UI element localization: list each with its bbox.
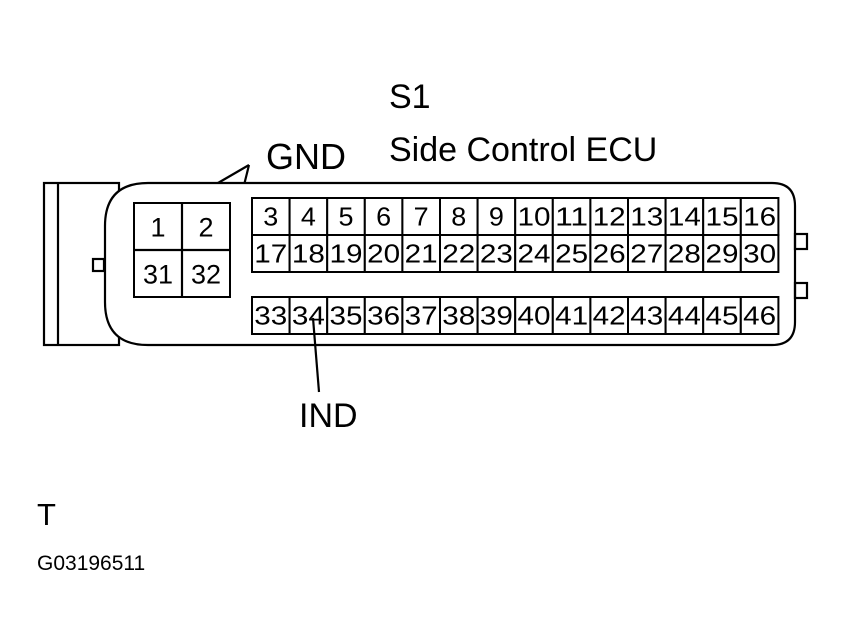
pin-42: 42 (593, 301, 626, 331)
pin-25: 25 (555, 239, 588, 269)
pin-20: 20 (367, 239, 400, 269)
pin-8: 8 (451, 202, 466, 232)
gnd-pin-1: 1 (150, 213, 165, 243)
pin-4: 4 (301, 202, 316, 232)
gnd-pin-31: 31 (143, 260, 173, 290)
pin-cell-25 (551, 234, 592, 273)
pin-cell-18 (288, 234, 329, 273)
pin-cell-45 (702, 296, 742, 335)
pin-35: 35 (330, 301, 363, 331)
pin-cell-19 (326, 234, 366, 273)
pin-cell-23 (476, 234, 517, 273)
pin-cell-46 (739, 296, 780, 335)
pin-26: 26 (593, 239, 626, 269)
pin-15: 15 (706, 202, 739, 232)
connector-name: Side Control ECU (389, 131, 657, 169)
pin-21: 21 (405, 239, 438, 269)
pin-cell-35 (326, 296, 366, 335)
pin-cell-26 (589, 234, 630, 273)
pin-46: 46 (743, 301, 776, 331)
pin-27: 27 (630, 239, 663, 269)
pin-39: 39 (480, 301, 513, 331)
ind-leader (311, 317, 321, 393)
view-mark: T (37, 497, 56, 532)
pin-cell-17 (251, 234, 291, 273)
gnd-pin-2: 2 (198, 213, 213, 243)
pin-cell-29 (702, 234, 742, 273)
gnd-pin-block: 1 2 31 32 (133, 202, 231, 298)
pin-11: 11 (555, 202, 588, 232)
pin-24: 24 (518, 239, 551, 269)
rear-latch-tab (91, 257, 106, 273)
right-tab-upper (793, 232, 809, 251)
pin-17: 17 (254, 239, 287, 269)
pin-28: 28 (668, 239, 701, 269)
pin-14: 14 (668, 202, 701, 232)
pin-43: 43 (630, 301, 663, 331)
pin-cell-42 (589, 296, 630, 335)
pin-34: 34 (292, 301, 325, 331)
pin-22: 22 (442, 239, 475, 269)
ind-label: IND (299, 397, 358, 435)
pin-cell-30 (739, 234, 780, 273)
pin-cell-37 (401, 296, 441, 335)
pin-38: 38 (442, 301, 475, 331)
pin-cell-21 (401, 234, 441, 273)
pin-cell-34 (288, 296, 329, 335)
connector-id: S1 (389, 78, 431, 116)
gnd-pin-32: 32 (191, 260, 221, 290)
pin-cell-14 (664, 197, 705, 236)
pin-18: 18 (292, 239, 325, 269)
pin-30: 30 (743, 239, 776, 269)
pin-19: 19 (330, 239, 363, 269)
pin-41: 41 (555, 301, 588, 331)
pin-44: 44 (668, 301, 701, 331)
pin-33: 33 (254, 301, 287, 331)
pin-29: 29 (706, 239, 739, 269)
pin-9: 9 (489, 202, 504, 232)
pin-cell-38 (439, 296, 479, 335)
pin-37: 37 (405, 301, 438, 331)
pin-12: 12 (593, 202, 626, 232)
pin-3: 3 (263, 202, 278, 232)
pin-7: 7 (414, 202, 429, 232)
pin-23: 23 (480, 239, 513, 269)
gnd-label: GND (266, 136, 346, 177)
pin-cell-40 (514, 296, 554, 335)
pin-10: 10 (518, 202, 551, 232)
pin-6: 6 (376, 202, 391, 232)
right-tab-lower (793, 281, 809, 300)
pin-16: 16 (743, 202, 776, 232)
pin-40: 40 (518, 301, 551, 331)
pin-cell-41 (551, 296, 592, 335)
pin-cell-15 (702, 197, 742, 236)
pin-cell-6 (363, 197, 404, 236)
pin-36: 36 (367, 301, 400, 331)
pin-cell-36 (363, 296, 404, 335)
figure-code: G03196511 (37, 552, 145, 575)
pin-5: 5 (339, 202, 354, 232)
pin-13: 13 (630, 202, 663, 232)
pin-45: 45 (706, 301, 739, 331)
pin-cell-8 (439, 197, 479, 236)
